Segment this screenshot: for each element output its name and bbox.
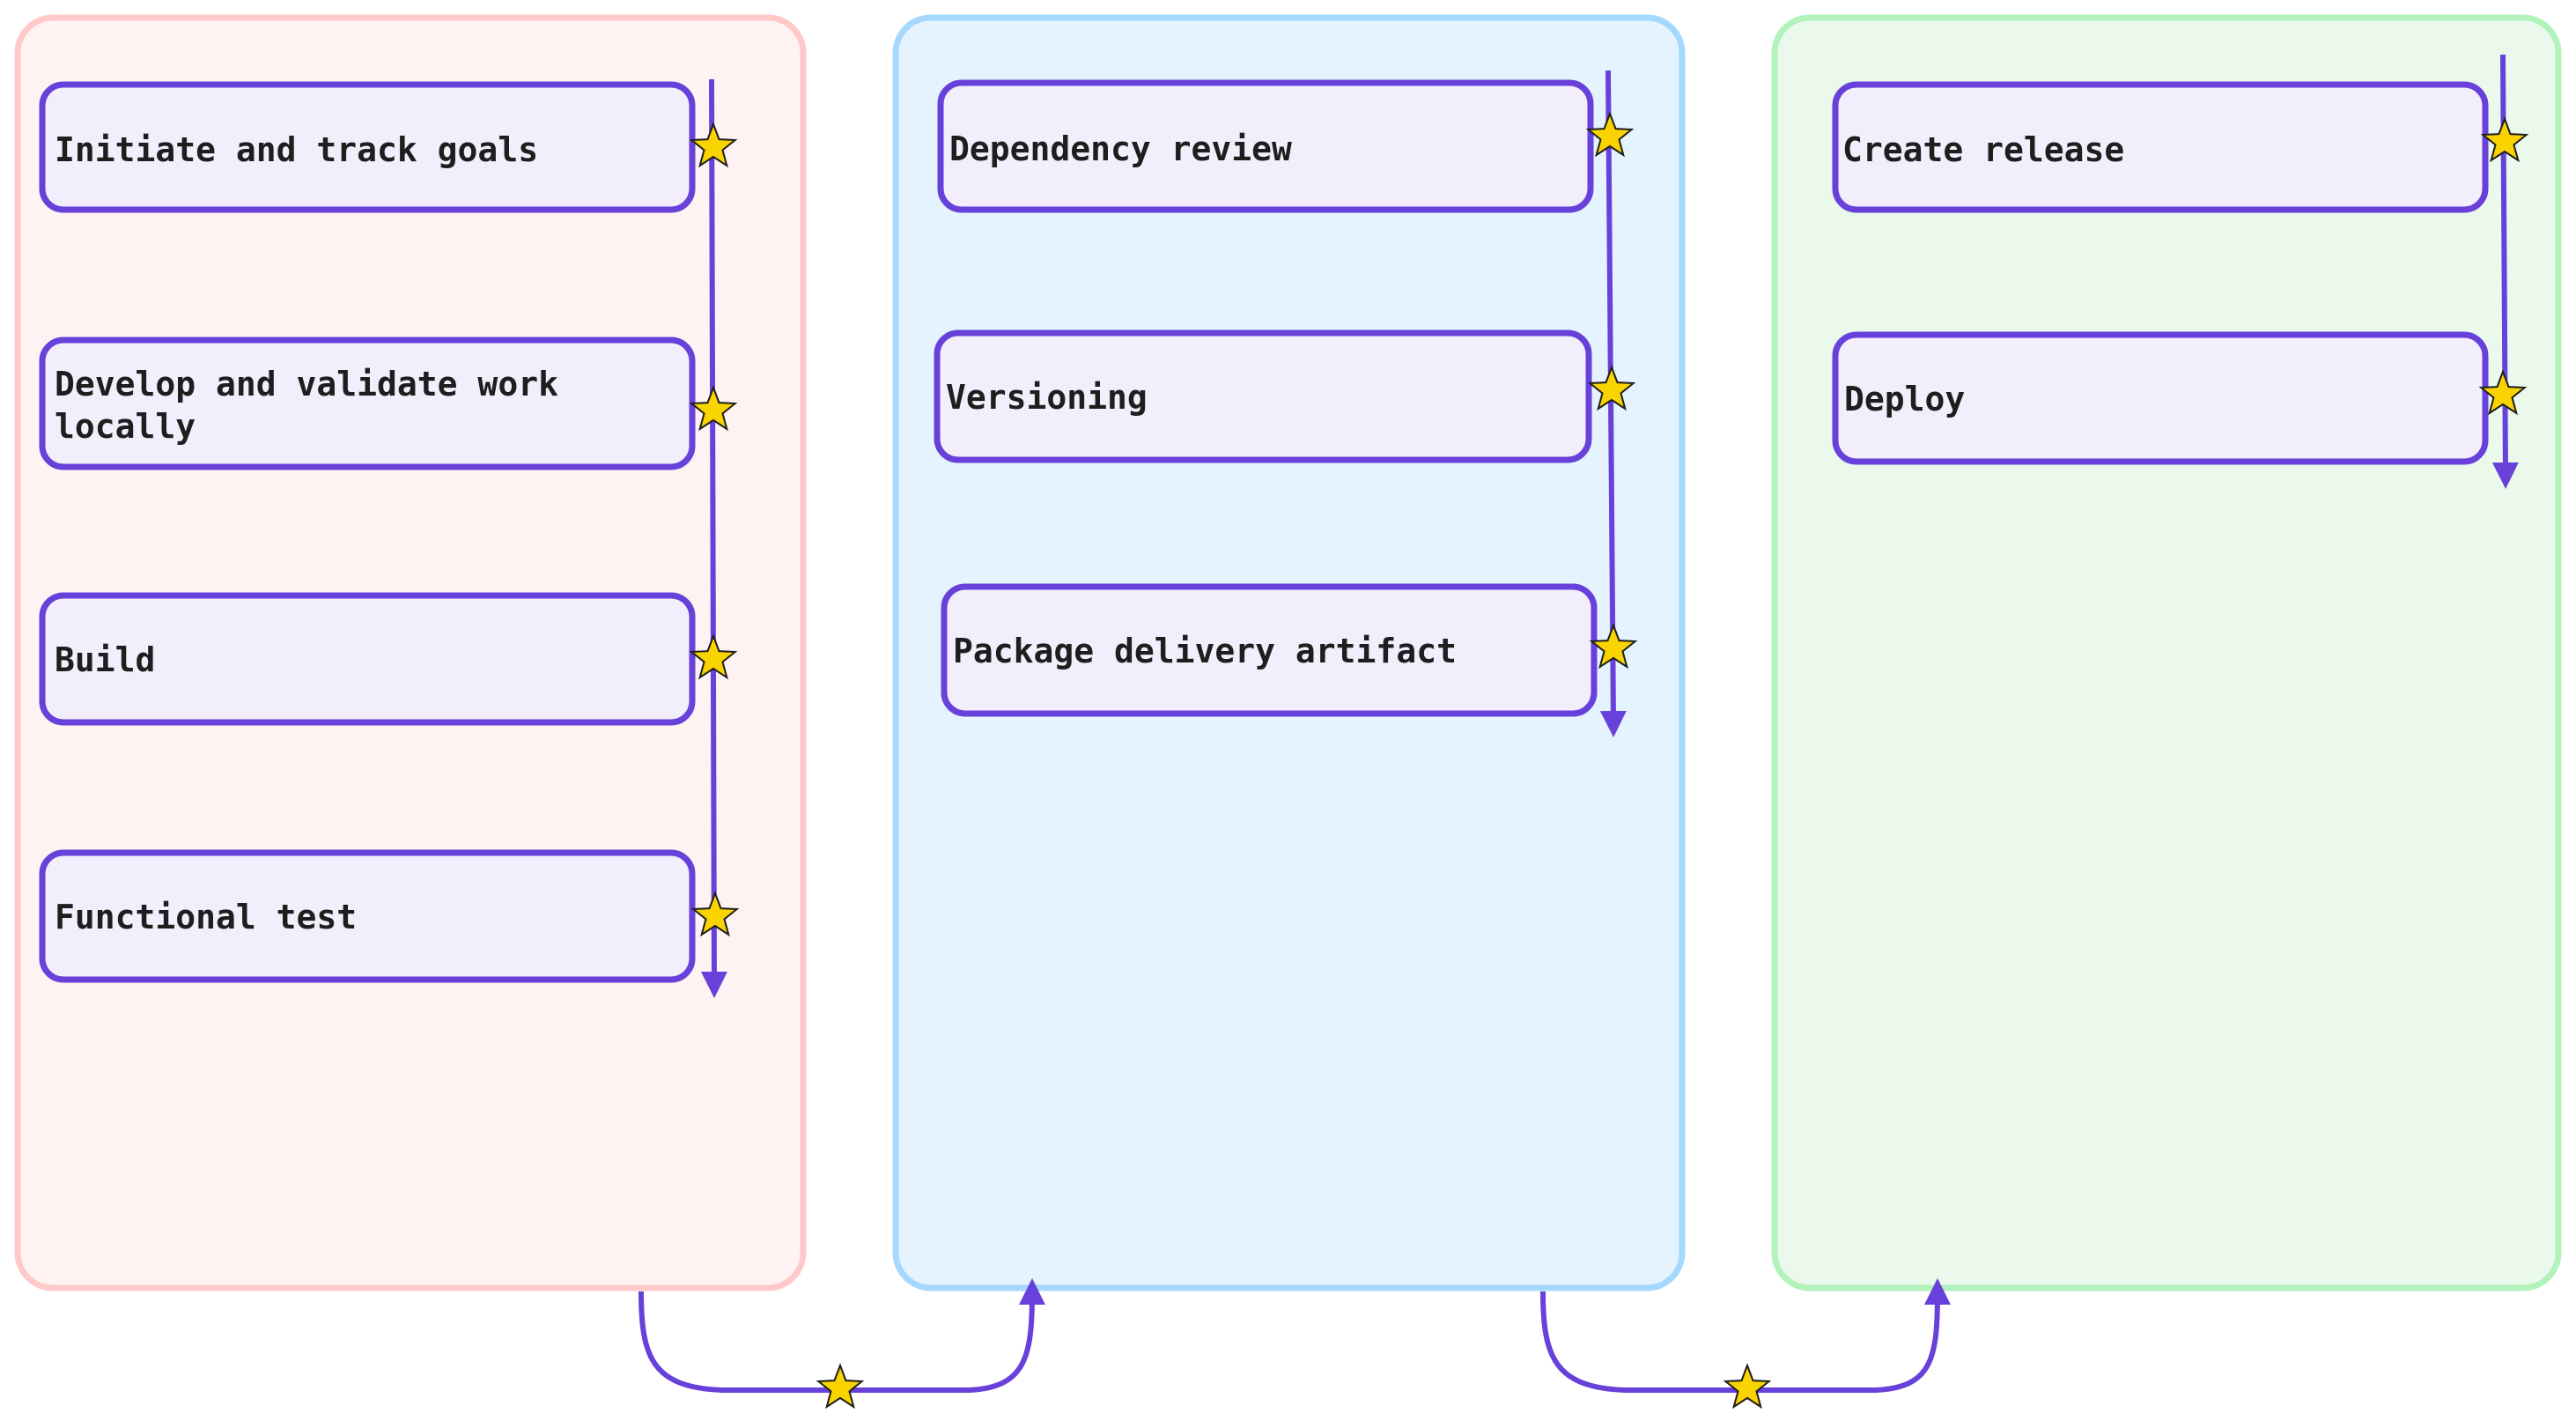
star-icon (1585, 111, 1635, 158)
lane-2-step-3: Package delivery artifact (941, 583, 1598, 717)
step-label: locally (55, 407, 196, 446)
lane-1-flow-arrow (700, 78, 727, 998)
star-icon (2478, 369, 2528, 416)
star-icon (1723, 1363, 1772, 1410)
lane-3-step-2: Deploy (1832, 331, 2489, 465)
step-label: Create release (1842, 130, 2124, 169)
star-icon (1587, 365, 1636, 411)
step-label: Initiate and track goals (55, 130, 538, 169)
step-label: Deploy (1844, 380, 1965, 418)
star-icon (689, 385, 738, 432)
lane-3-step-1: Create release (1832, 81, 2489, 213)
star-icon (689, 122, 738, 168)
lane-1-step-1: Initiate and track goals (39, 81, 696, 213)
step-label: Package delivery artifact (953, 632, 1457, 670)
lane-1-step-2: Develop and validate work locally (39, 337, 696, 470)
lane-2-step-2: Versioning (934, 329, 1592, 463)
lane-1-step-4: Functional test (39, 849, 696, 983)
lane-1-step-3: Build (39, 592, 696, 726)
star-icon (816, 1363, 865, 1410)
step-label: Versioning (946, 378, 1148, 417)
step-label: Develop and validate work (55, 365, 558, 403)
star-icon (689, 633, 738, 680)
star-icon (2480, 116, 2529, 163)
step-label: Dependency review (949, 129, 1292, 168)
star-icon (690, 891, 740, 937)
lane-2-step-1: Dependency review (937, 79, 1594, 213)
star-icon (1589, 623, 1638, 670)
handoff-arrow-lane-2-to-3 (1540, 1278, 1951, 1393)
step-label: Build (55, 640, 155, 679)
step-label: Functional test (55, 898, 357, 936)
